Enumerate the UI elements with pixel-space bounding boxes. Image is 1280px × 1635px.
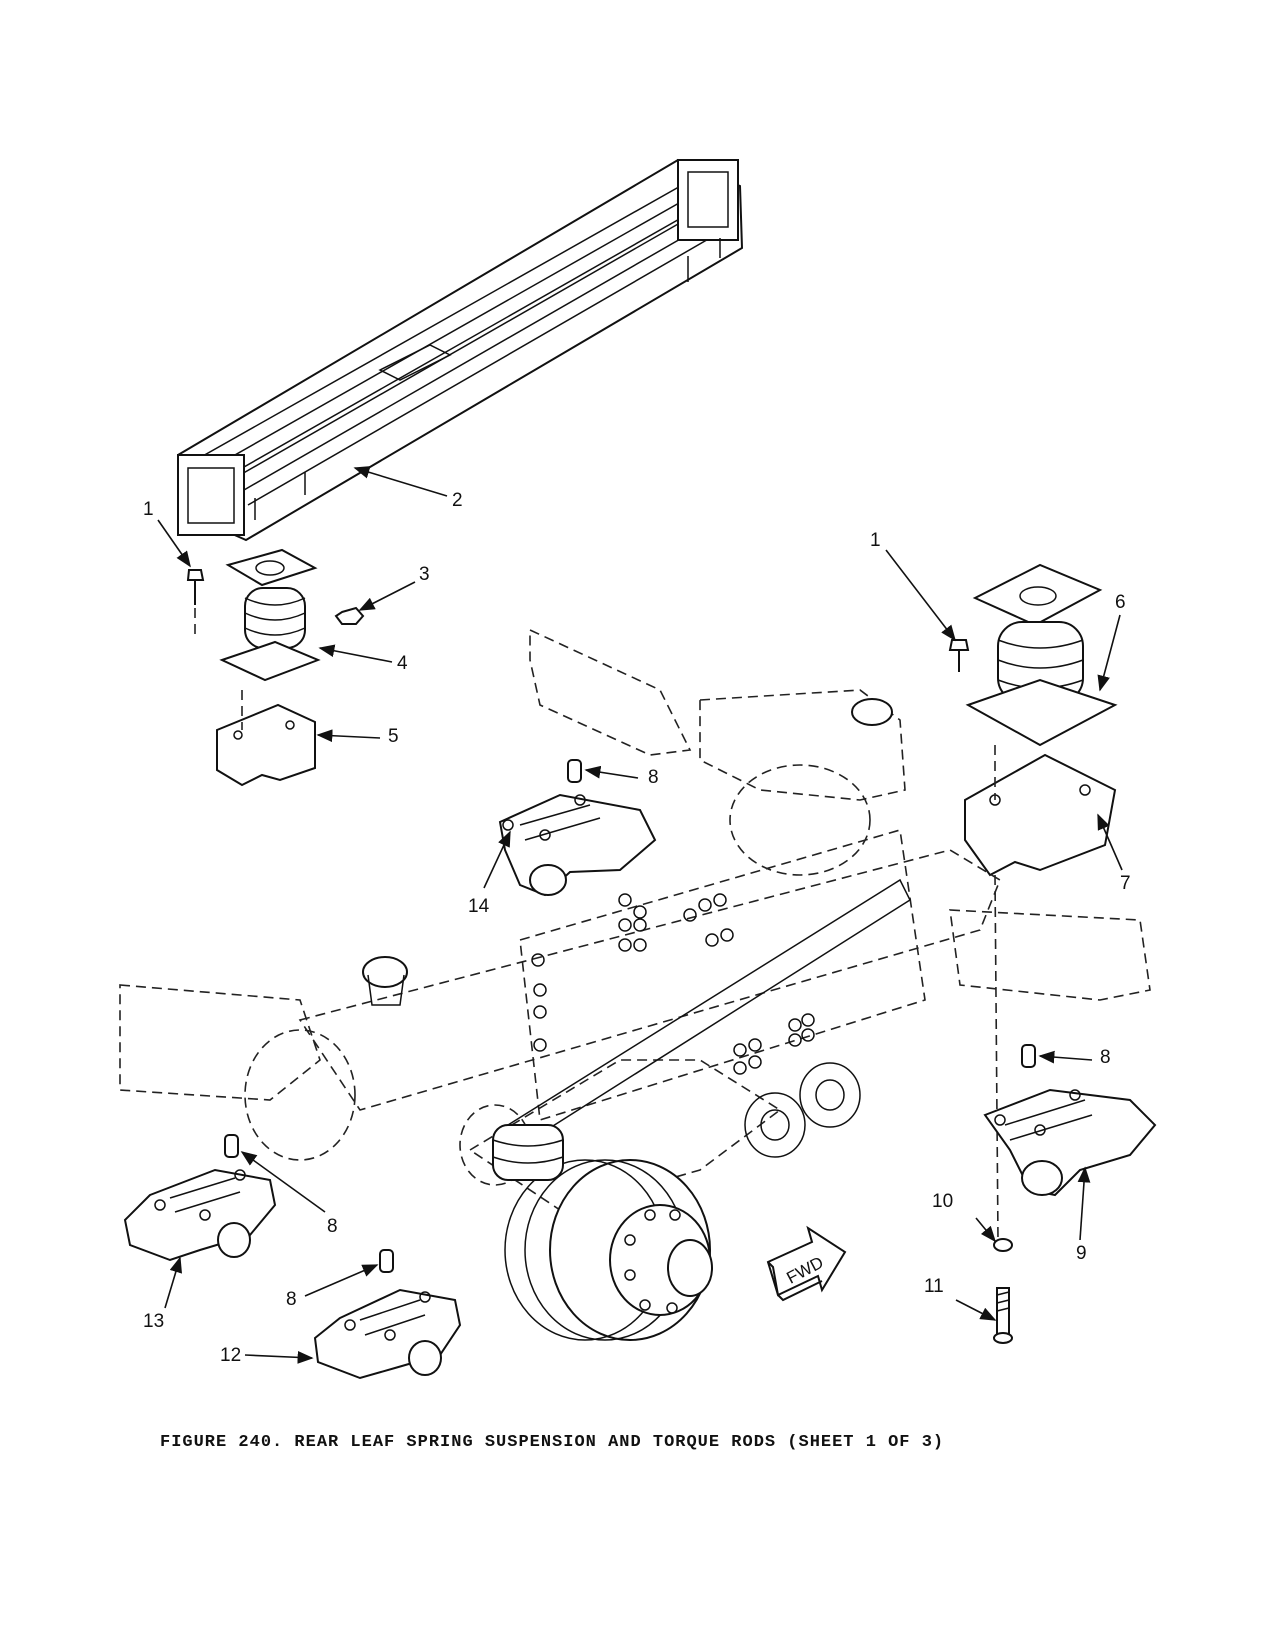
washer [993, 1238, 1013, 1252]
callout-8-upper: 8 [648, 767, 659, 788]
left-bolt [186, 569, 205, 640]
right-air-spring [965, 563, 1118, 747]
callout-13: 13 [143, 1311, 165, 1332]
callout-4: 4 [397, 653, 408, 674]
bracket-14 [498, 759, 657, 897]
callout-10: 10 [932, 1191, 954, 1212]
long-bolt [993, 1287, 1013, 1344]
callout-1-left: 1 [143, 499, 154, 520]
callout-6: 6 [1115, 592, 1126, 613]
leaf-spring [177, 158, 744, 542]
leader-lines [157, 466, 1123, 1364]
axle-frame-assembly [119, 628, 1151, 1341]
callout-3: 3 [419, 564, 430, 585]
callout-1-right: 1 [870, 530, 881, 551]
hub-and-drum [504, 1159, 713, 1341]
figure-caption: FIGURE 240. REAR LEAF SPRING SUSPENSION … [160, 1433, 945, 1452]
left-bracket [216, 690, 316, 787]
callout-8-left: 8 [327, 1216, 338, 1237]
callout-12: 12 [220, 1345, 242, 1366]
right-bracket [964, 745, 1117, 1241]
callout-2: 2 [452, 490, 463, 511]
fwd-direction-arrow: FWD [766, 1225, 847, 1302]
callout-7: 7 [1120, 873, 1131, 894]
callout-5: 5 [388, 726, 399, 747]
left-air-spring [219, 548, 321, 682]
bracket-13 [123, 1134, 277, 1262]
callout-8-right: 8 [1100, 1047, 1111, 1068]
callout-9: 9 [1076, 1243, 1087, 1264]
bracket-12 [313, 1249, 462, 1380]
callout-8-lower: 8 [286, 1289, 297, 1310]
callout-11: 11 [924, 1276, 944, 1297]
spring-stack-on-axle [492, 1124, 564, 1181]
left-nut [334, 606, 365, 625]
axle-bolt-pattern [531, 893, 815, 1075]
bracket-9 [983, 1044, 1157, 1197]
right-bolt [948, 639, 970, 672]
callout-14: 14 [468, 896, 490, 917]
